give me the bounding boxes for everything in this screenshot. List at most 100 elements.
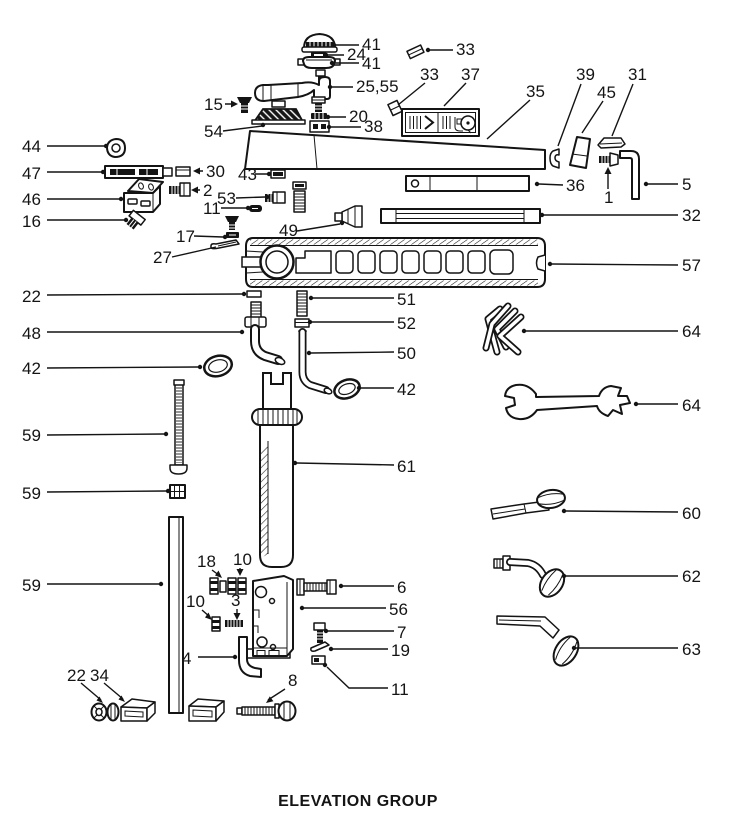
crank-handle-part [254, 69, 331, 102]
cover-plate-part [597, 137, 626, 149]
callout-30: 30 [206, 162, 225, 181]
callout-59-c: 59 [22, 576, 41, 595]
callout-35: 35 [526, 82, 545, 101]
callout-15: 15 [204, 95, 223, 114]
callout-41-b: 41 [362, 54, 381, 73]
spacer-20-part [311, 113, 327, 119]
hex-bolt-part [296, 578, 337, 596]
crank-knob-cap-part [301, 33, 338, 53]
arm-cover-part [244, 130, 546, 170]
crank-knob-base-part [297, 56, 341, 69]
callout-53: 53 [217, 189, 236, 208]
washer-34-part [106, 702, 120, 722]
contact-strip-part [225, 620, 243, 627]
crank-tube-part [298, 328, 333, 395]
callout-39: 39 [576, 65, 595, 84]
callout-56: 56 [389, 600, 408, 619]
elevation-bracket-part [246, 575, 294, 659]
threaded-sleeve-part [293, 190, 306, 213]
callout-24: 24 [347, 45, 366, 64]
name-plate-a-part [406, 44, 425, 60]
bolt-2-part [169, 182, 191, 197]
callout-4: 4 [182, 649, 191, 668]
slide-block-part [188, 698, 225, 722]
callout-8: 8 [288, 671, 297, 690]
knurled-washer-part [90, 702, 108, 722]
grommet-part [106, 138, 126, 158]
callout-48: 48 [22, 324, 41, 343]
callout-52: 52 [397, 314, 416, 333]
gib-strip-part [380, 208, 541, 224]
screw-7-part [313, 622, 326, 643]
end-cap-part [549, 148, 560, 169]
knob-lever-part [496, 615, 580, 667]
callout-11-b: 11 [391, 680, 409, 699]
callout-45: 45 [597, 83, 616, 102]
lock-bar-part [104, 165, 173, 179]
callout-10-b: 10 [186, 592, 205, 611]
callout-7: 7 [397, 623, 406, 642]
hex-key-part [619, 150, 640, 200]
callout-10-a: 10 [233, 550, 252, 569]
callout-1: 1 [604, 188, 613, 207]
elevation-rail-part [241, 237, 546, 288]
figure-title: ELEVATION GROUP [278, 793, 438, 810]
hex-key-set-part [482, 302, 525, 356]
crank-shaft-part [244, 301, 286, 366]
callout-17: 17 [176, 227, 195, 246]
screw-15-part [237, 97, 252, 113]
crank-tool-part [490, 488, 566, 520]
retainer-clip-part [310, 641, 330, 652]
callout-22-b: 22 [67, 666, 86, 685]
elevation-tube-part [251, 372, 303, 568]
knob-handle-part [493, 555, 566, 598]
crank-spacer-part [271, 100, 286, 108]
callout-43: 43 [238, 165, 257, 184]
elevation-nut-part [169, 484, 186, 499]
screw-17-part [225, 216, 239, 238]
leader-lines [46, 42, 679, 703]
callout-42-b: 42 [397, 380, 416, 399]
spacer-plate-43-part [270, 169, 286, 179]
instruction-decal-part [401, 108, 480, 137]
callout-2: 2 [203, 181, 212, 200]
callout-20: 20 [349, 107, 368, 126]
callout-3: 3 [231, 591, 240, 610]
leader-dots [100, 42, 649, 668]
callout-46: 46 [22, 190, 41, 209]
callout-33-a: 33 [456, 40, 475, 59]
brush-set-part [209, 577, 247, 595]
elevation-screw-part [169, 379, 188, 475]
pin-53-part [265, 191, 286, 204]
callout-36: 36 [566, 176, 585, 195]
set-screw-part [599, 152, 619, 167]
switch-bracket-part [123, 178, 164, 213]
callout-63: 63 [682, 640, 701, 659]
flat-spring-part [210, 239, 240, 250]
callout-41-a: 41 [362, 35, 381, 54]
callout-6: 6 [397, 578, 406, 597]
callout-22-a: 22 [22, 287, 41, 306]
threaded-stud-part [296, 290, 308, 317]
spacer-11a-part [249, 205, 262, 212]
wedge-block-part [569, 136, 591, 169]
callout-64-b: 64 [682, 396, 701, 415]
callout-32: 32 [682, 206, 701, 225]
callout-50: 50 [397, 344, 416, 363]
callout-54: 54 [204, 122, 223, 141]
callout-25-55: 25,55 [356, 77, 399, 96]
stop-arm-part [238, 636, 262, 678]
callout-11-a: 11 [203, 199, 221, 218]
callout-62: 62 [682, 567, 701, 586]
gib-bar-part [405, 175, 530, 192]
callout-38: 38 [364, 117, 383, 136]
callout-labels: 41 24 41 25,55 15 54 20 38 33 33 37 35 3… [22, 35, 701, 699]
spacer-plate-b-part [292, 181, 307, 190]
callout-33-b: 33 [420, 65, 439, 84]
callout-19: 19 [391, 641, 410, 660]
lock-nut-part [120, 698, 156, 722]
elevation-bar-part [168, 516, 184, 714]
clip-16-part [126, 209, 146, 230]
